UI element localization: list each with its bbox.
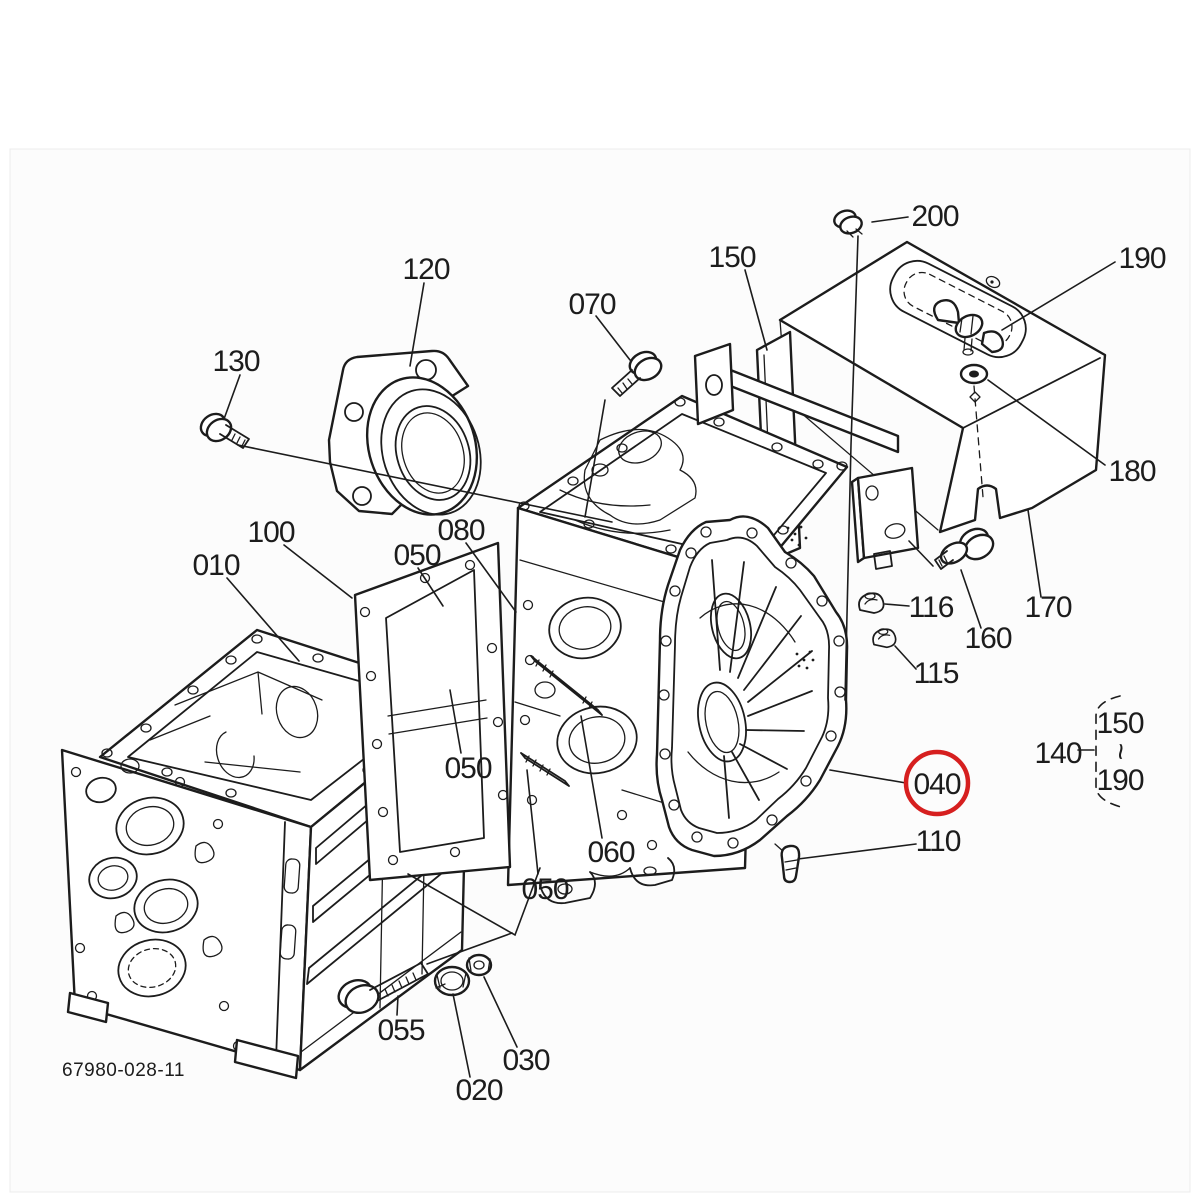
case-bores [70, 758, 244, 1052]
leader-050-middle [449, 689, 462, 754]
group-bracket-brace [1095, 695, 1122, 808]
leader-110 [797, 843, 917, 860]
flange-nut-020 [433, 965, 471, 997]
bearing-flange-120 [327, 349, 482, 516]
callout-130: 130 [212, 345, 259, 378]
leader-050-top [417, 567, 444, 607]
callout-115: 115 [914, 657, 959, 690]
case-interior [149, 671, 323, 779]
leader-160 [960, 569, 982, 629]
rear-housing-040 [655, 515, 849, 884]
leader-055 [396, 995, 399, 1016]
leader-lines [223, 216, 1116, 1078]
callout-055: 055 [377, 1014, 424, 1047]
bolt-070 [611, 350, 663, 397]
callout-050-top: 050 [393, 539, 440, 572]
figure-code: 67980-028-11 [62, 1060, 185, 1081]
highlight-circle-040 [903, 749, 971, 817]
drain-plug-110 [774, 843, 801, 884]
callout-180: 180 [1108, 455, 1155, 488]
gasket-100 [353, 541, 512, 882]
case-foot-left [66, 991, 110, 1024]
bracket-range-top: 150 [1096, 707, 1143, 740]
bracket-range-separator: ~ [1104, 743, 1137, 760]
callout-170: 170 [1024, 591, 1071, 624]
callout-140: 140 [1034, 737, 1081, 770]
leader-120 [409, 282, 425, 367]
callout-160: 160 [964, 622, 1011, 655]
callout-040: 040 [913, 768, 960, 801]
leader-100 [283, 544, 353, 599]
bolt-130 [199, 412, 250, 449]
leader-070 [595, 315, 631, 361]
clip-115 [872, 628, 897, 649]
axis-bolt-070 [584, 399, 606, 518]
leader-180 [987, 379, 1106, 466]
axis-bolt-200 [844, 235, 859, 701]
leader-130 [223, 374, 241, 420]
housing-bottom-lugs [539, 857, 676, 905]
leader-170 [1027, 509, 1042, 598]
callout-116: 116 [909, 591, 954, 624]
callout-200: 200 [911, 200, 958, 233]
clip-116 [858, 592, 885, 614]
callout-050-bottom: 050 [521, 873, 568, 906]
bolt-160 [934, 527, 995, 570]
stud-060-long [530, 655, 603, 716]
bell-flange-holes [658, 526, 846, 849]
leader-050-bottom [526, 769, 539, 875]
callouts: 010 020 030 040 050 050 050 055 060 070 … [62, 200, 1167, 1107]
housing-interior [559, 428, 697, 534]
callout-190: 190 [1118, 242, 1165, 275]
callout-050-middle: 050 [444, 752, 491, 785]
washer-030 [465, 953, 493, 977]
leader-116 [884, 603, 910, 607]
axis-bolt-160 [908, 540, 934, 567]
callout-060: 060 [587, 836, 634, 869]
callout-010: 010 [192, 549, 239, 582]
leader-020 [452, 993, 471, 1078]
case-foot-front [233, 1038, 300, 1080]
callout-030: 030 [502, 1044, 549, 1077]
axis-bolt-130 [237, 444, 613, 523]
washer-pointer [969, 391, 981, 403]
stud-050-bottom [520, 752, 570, 787]
stay-bracket-150 [693, 342, 920, 570]
cover-170 [778, 240, 1107, 534]
bell-stipple [786, 525, 815, 670]
callout-070: 070 [568, 288, 615, 321]
callout-080: 080 [437, 514, 484, 547]
callout-020: 020 [455, 1074, 502, 1107]
bracket-range-bottom: 190 [1096, 764, 1143, 797]
washer-180 [959, 363, 989, 385]
leader-115 [894, 645, 917, 670]
callout-150: 150 [708, 241, 755, 274]
callout-110: 110 [916, 825, 961, 858]
callout-120: 120 [402, 253, 449, 286]
axis-nut-020 [407, 867, 541, 937]
leader-010 [226, 577, 300, 662]
wing-nut-190 [933, 298, 1005, 356]
axis-bolt-055 [426, 932, 513, 965]
leader-190 [1001, 261, 1116, 331]
bolt-055 [337, 962, 429, 1014]
cover-hole [985, 275, 1001, 289]
leader-030 [483, 976, 518, 1048]
leader-080 [465, 542, 517, 613]
leader-060 [580, 715, 603, 839]
assembly-axis-wingnut [973, 385, 984, 498]
callout-100: 100 [247, 516, 294, 549]
leader-040 [829, 769, 907, 784]
bolt-200 [833, 209, 863, 238]
gasket-holes [359, 559, 509, 866]
leader-150 [744, 269, 768, 351]
leader-200 [871, 216, 909, 223]
